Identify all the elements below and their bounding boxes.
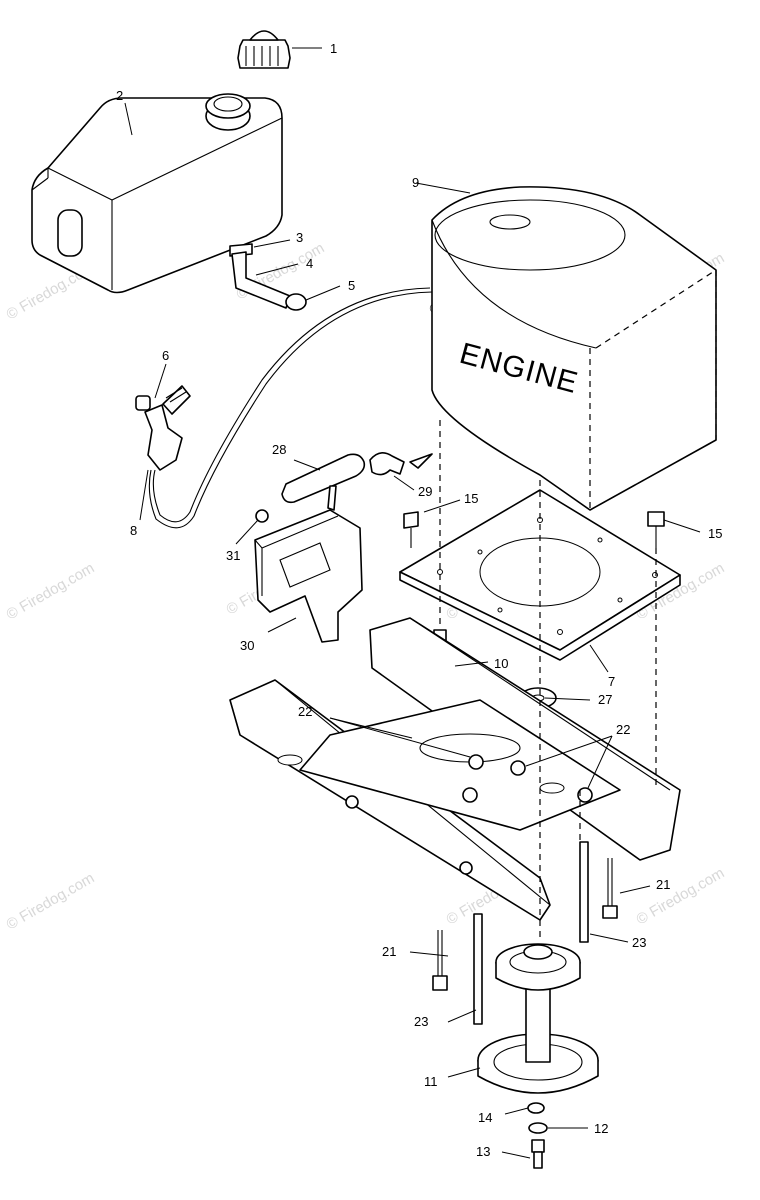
callout-2: 2	[116, 88, 123, 103]
callout-13: 13	[476, 1144, 490, 1159]
callout-21-right: 21	[656, 877, 670, 892]
breather-hose	[281, 453, 366, 504]
callout-8: 8	[130, 523, 137, 538]
watermark: © Firedog.com	[4, 559, 98, 623]
elbow-fitting	[369, 452, 433, 476]
callout-22-right: 22	[616, 722, 630, 737]
callout-10: 10	[494, 656, 508, 671]
rod-23-left	[473, 913, 483, 1025]
watermark: © Firedog.com	[634, 864, 728, 928]
fuel-line-clamp-lower	[285, 293, 307, 311]
callout-6: 6	[162, 348, 169, 363]
callout-30: 30	[240, 638, 254, 653]
rod-23-right	[579, 841, 589, 943]
callout-15-left: 15	[464, 491, 478, 506]
bolt-21-left	[432, 930, 448, 991]
pulley-assembly	[477, 943, 599, 1094]
callouts: 1 2 3 4 5 6 7 8 9 10 11 12 13 14 15 15 2…	[116, 41, 722, 1159]
bolt-21-right	[602, 858, 618, 919]
engine: ENGINE	[431, 186, 717, 511]
centerlines	[439, 420, 657, 940]
mounting-bracket	[254, 485, 363, 643]
callout-22-left: 22	[298, 704, 312, 719]
callout-14: 14	[478, 1110, 492, 1125]
callout-23-left: 23	[414, 1014, 428, 1029]
callout-15-right: 15	[708, 526, 722, 541]
screw	[255, 509, 269, 523]
watermark: © Firedog.com	[4, 869, 98, 933]
callout-21-left: 21	[382, 944, 396, 959]
callout-3: 3	[296, 230, 303, 245]
callout-31: 31	[226, 548, 240, 563]
callout-23-right: 23	[632, 935, 646, 950]
washer-14	[527, 1102, 545, 1114]
callout-9: 9	[412, 175, 419, 190]
callout-4: 4	[306, 256, 313, 271]
bolt-15-left	[403, 511, 419, 548]
lock-washer-12	[528, 1122, 548, 1134]
callout-29: 29	[418, 484, 432, 499]
fuel-cap	[237, 30, 291, 69]
callout-27: 27	[598, 692, 612, 707]
bolt-13	[531, 1139, 545, 1169]
callout-7: 7	[608, 674, 615, 689]
callout-5: 5	[348, 278, 355, 293]
callout-12: 12	[594, 1121, 608, 1136]
throttle-control	[135, 385, 191, 471]
callout-1: 1	[330, 41, 337, 56]
frame	[229, 617, 681, 921]
callout-28: 28	[272, 442, 286, 457]
callout-11: 11	[424, 1074, 438, 1089]
fuel-tank	[31, 93, 283, 294]
bolt-15-right	[647, 511, 665, 548]
leader-lines	[124, 47, 701, 1159]
fuel-line	[152, 287, 431, 523]
